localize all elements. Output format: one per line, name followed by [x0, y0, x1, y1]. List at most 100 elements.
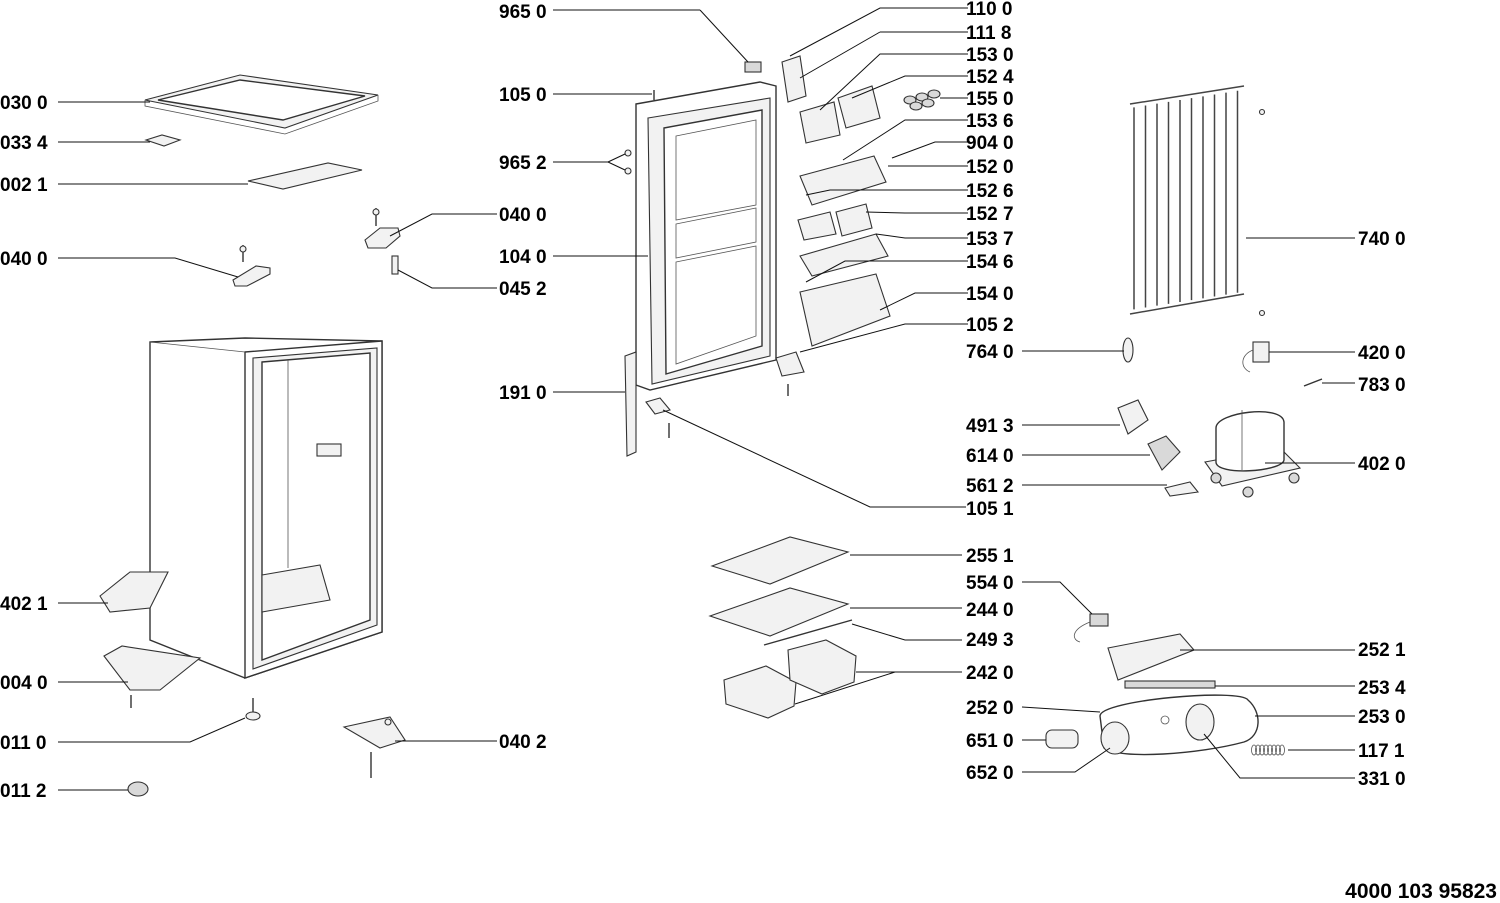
label-040-0-center: 040 0	[499, 205, 547, 226]
condenser-screw-part	[1258, 108, 1266, 116]
spring-coil	[1267, 744, 1273, 756]
foot-cap-part	[127, 781, 149, 797]
door-shelf-upper-part	[799, 155, 887, 206]
label-402-1: 402 1	[0, 594, 48, 615]
label-255-1: 255 1	[966, 546, 1014, 567]
label-033-4: 033 4	[0, 133, 48, 154]
small-box-lid-part	[835, 203, 873, 237]
label-244-0: 244 0	[966, 600, 1014, 621]
label-252-0: 252 0	[966, 698, 1014, 719]
label-152-0: 152 0	[966, 157, 1014, 178]
label-011-0: 011 0	[0, 733, 47, 754]
small-box-part	[797, 211, 837, 241]
spring-coil	[1271, 744, 1277, 756]
label-105-2: 105 2	[966, 315, 1014, 336]
door-shelf-lower-part	[799, 273, 891, 347]
label-040-2: 040 2	[499, 732, 547, 753]
label-154-0: 154 0	[966, 284, 1014, 305]
label-764-0: 764 0	[966, 342, 1014, 363]
label-965-2: 965 2	[499, 153, 547, 174]
lamp-seal-part	[1124, 680, 1216, 689]
leader-lines	[58, 7, 1355, 791]
door-bracket-part	[781, 55, 807, 103]
label-152-4: 152 4	[966, 67, 1014, 88]
label-965-0: 965 0	[499, 2, 547, 23]
label-242-0: 242 0	[966, 663, 1014, 684]
document-number: 4000 103 95823	[1345, 880, 1497, 903]
label-111-8: 111 8	[966, 23, 1011, 44]
hinge-bracket-part	[775, 351, 805, 377]
label-331-0: 331 0	[1358, 769, 1406, 790]
label-153-0: 153 0	[966, 45, 1014, 66]
door-top-cap-part	[744, 61, 762, 73]
label-252-1: 252 1	[1358, 640, 1406, 661]
spring-coil	[1255, 744, 1261, 756]
thermostat-sensor-part	[1073, 613, 1109, 643]
capacitor-part	[1242, 341, 1270, 373]
label-249-3: 249 3	[966, 630, 1014, 651]
label-904-0: 904 0	[966, 133, 1014, 154]
egg-holder-part	[903, 89, 941, 111]
egg-tray-part	[799, 101, 841, 144]
label-040-0-left: 040 0	[0, 249, 48, 270]
thermostat-housing-part	[1099, 694, 1259, 756]
label-002-1: 002 1	[0, 175, 48, 196]
label-152-7: 152 7	[966, 204, 1014, 225]
label-105-0: 105 0	[499, 85, 547, 106]
relay-part	[1147, 435, 1181, 471]
bottom-bracket-part	[103, 645, 202, 691]
label-045-2: 045 2	[499, 279, 547, 300]
door-stop-part	[624, 149, 632, 175]
spring-coil	[1275, 744, 1281, 756]
glass-shelf-upper-part	[710, 536, 850, 585]
spring-coil	[1251, 744, 1257, 756]
spring-coil	[1279, 744, 1285, 756]
label-554-0: 554 0	[966, 573, 1014, 594]
spring-part	[1251, 744, 1285, 756]
label-614-0: 614 0	[966, 446, 1014, 467]
label-783-0: 783 0	[1358, 375, 1406, 396]
label-491-3: 491 3	[966, 416, 1014, 437]
small-clip-part	[144, 134, 182, 147]
label-253-4: 253 4	[1358, 678, 1406, 699]
label-191-0: 191 0	[499, 383, 547, 404]
label-004-0: 004 0	[0, 673, 48, 694]
label-652-0: 652 0	[966, 763, 1014, 784]
door-shelf-middle-part	[799, 233, 889, 277]
left-hinge-part	[232, 245, 271, 287]
label-117-1: 117 1	[1358, 741, 1405, 762]
vegetable-drawer-part	[723, 639, 857, 719]
glass-shelf-lower-part	[708, 587, 850, 637]
adjustable-foot-part	[245, 698, 261, 721]
filter-tube-part	[1303, 378, 1323, 387]
compressor-part	[1204, 410, 1302, 498]
label-153-6: 153 6	[966, 111, 1014, 132]
spring-coil	[1263, 744, 1269, 756]
door-part	[635, 81, 777, 391]
door-seal-part	[624, 351, 637, 457]
upper-hinge-part	[364, 208, 401, 275]
spring-coil	[1259, 744, 1265, 756]
condenser-screw-lower-part	[1258, 309, 1266, 317]
label-152-6: 152 6	[966, 181, 1014, 202]
label-153-7: 153 7	[966, 229, 1014, 250]
part-number-labels: 030 0 033 4 002 1 040 0 402 1 004 0 011 …	[0, 0, 1406, 802]
label-561-2: 561 2	[966, 476, 1014, 497]
label-030-0: 030 0	[0, 93, 48, 114]
label-154-6: 154 6	[966, 252, 1014, 273]
shelf-strip-part	[763, 619, 853, 646]
lamp-bulb-part	[1045, 729, 1079, 749]
lower-hinge-part	[342, 716, 406, 778]
label-253-0: 253 0	[1358, 707, 1406, 728]
relay-cover-part	[1117, 399, 1149, 435]
cabinet-body-part	[149, 337, 383, 679]
label-651-0: 651 0	[966, 731, 1014, 752]
condenser-part	[1129, 85, 1245, 315]
label-105-1: 105 1	[966, 499, 1014, 520]
pipe-clamp-part	[1122, 337, 1134, 363]
label-740-0: 740 0	[1358, 229, 1406, 250]
dairy-cover-part	[837, 85, 881, 129]
bracket-clip-part	[1164, 481, 1200, 497]
